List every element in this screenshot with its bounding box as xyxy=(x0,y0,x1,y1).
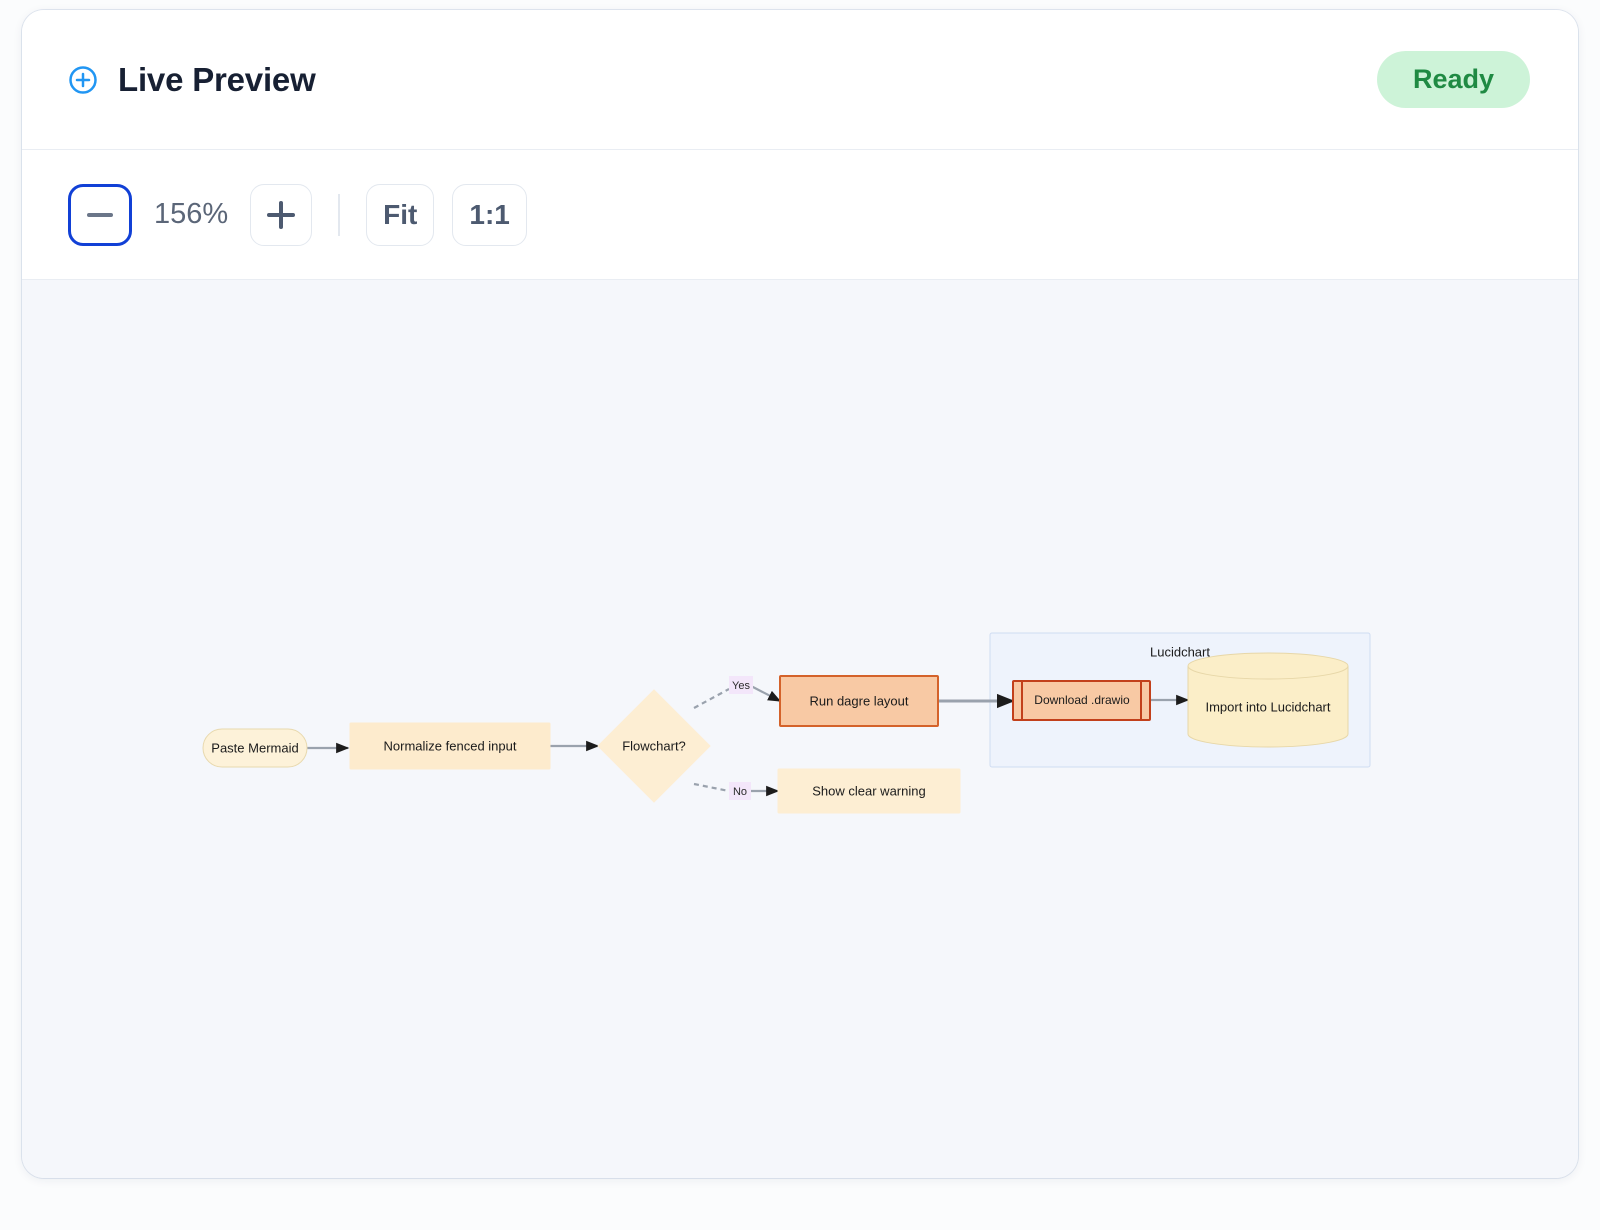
edge-decide-dagre-a xyxy=(693,688,730,709)
zoom-level-label: 156% xyxy=(154,198,229,230)
node-label: Normalize fenced input xyxy=(384,738,517,753)
card-header: Live Preview Ready xyxy=(22,10,1578,150)
node-label: Run dagre layout xyxy=(809,693,908,708)
diagram-edges xyxy=(307,685,1190,797)
diagram-node-flowchart-decision[interactable]: Flowchart? xyxy=(597,689,711,803)
node-label: Download .drawio xyxy=(1034,693,1130,707)
diagram-canvas[interactable]: Lucidchart Paste Mermaid xyxy=(22,280,1578,1178)
edge-label-bg xyxy=(729,676,753,694)
diagram-node-import-into-lucidchart[interactable]: Import into Lucidchart xyxy=(1187,652,1349,748)
node-label: Show clear warning xyxy=(812,783,925,798)
fit-button[interactable]: Fit xyxy=(366,183,435,246)
status-badge: Ready xyxy=(1376,51,1530,108)
diagram-node-show-clear-warning[interactable]: Show clear warning xyxy=(777,768,961,814)
zoom-in-button[interactable] xyxy=(250,183,313,246)
node-label: Import into Lucidchart xyxy=(1205,699,1330,714)
node-shape-rect xyxy=(349,722,551,770)
mermaid-diagram[interactable]: Lucidchart Paste Mermaid xyxy=(22,280,1578,1178)
zoom-out-button[interactable] xyxy=(68,183,132,246)
toolbar-divider xyxy=(338,193,341,236)
node-label: Flowchart? xyxy=(622,738,686,753)
node-shape-cylinder xyxy=(1187,652,1349,748)
subroutine-bars xyxy=(1021,681,1142,720)
diagram-node-paste-mermaid[interactable]: Paste Mermaid xyxy=(202,728,308,768)
edge-label-text: Yes xyxy=(732,680,750,692)
edge-decide-dagre-b xyxy=(750,685,782,702)
node-shape-rect xyxy=(777,768,961,814)
plus-icon xyxy=(267,200,296,229)
header-left-group: Live Preview xyxy=(68,63,316,96)
plus-circle-icon xyxy=(68,65,98,95)
live-preview-card: Live Preview Ready 156% Fit 1:1 xyxy=(22,10,1578,1178)
node-label: Paste Mermaid xyxy=(211,740,298,755)
diagram-node-download-drawio[interactable]: Download .drawio xyxy=(1012,680,1151,721)
node-shape-subroutine xyxy=(1012,680,1151,721)
page-title: Live Preview xyxy=(118,61,316,98)
node-shape-stadium xyxy=(202,728,308,768)
zoom-toolbar: 156% Fit 1:1 xyxy=(22,150,1578,280)
edge-label-text: No xyxy=(733,786,747,798)
diagram-node-normalize-fenced-input[interactable]: Normalize fenced input xyxy=(349,722,551,770)
diagram-node-run-dagre-layout[interactable]: Run dagre layout xyxy=(779,675,939,727)
edge-label-bg xyxy=(729,782,751,800)
diagram-edge-labels: Yes No xyxy=(729,676,753,800)
edge-decide-warn-a xyxy=(693,782,730,793)
actual-size-button[interactable]: 1:1 xyxy=(452,183,527,246)
cylinder-top-arc xyxy=(1187,665,1349,680)
minus-icon xyxy=(87,212,113,217)
edge-label-yes: Yes xyxy=(729,676,753,694)
node-shape-diamond xyxy=(597,689,711,803)
edge-label-no: No xyxy=(729,782,751,800)
node-shape-rect xyxy=(779,675,939,727)
cluster-label: Lucidchart xyxy=(1150,644,1210,659)
